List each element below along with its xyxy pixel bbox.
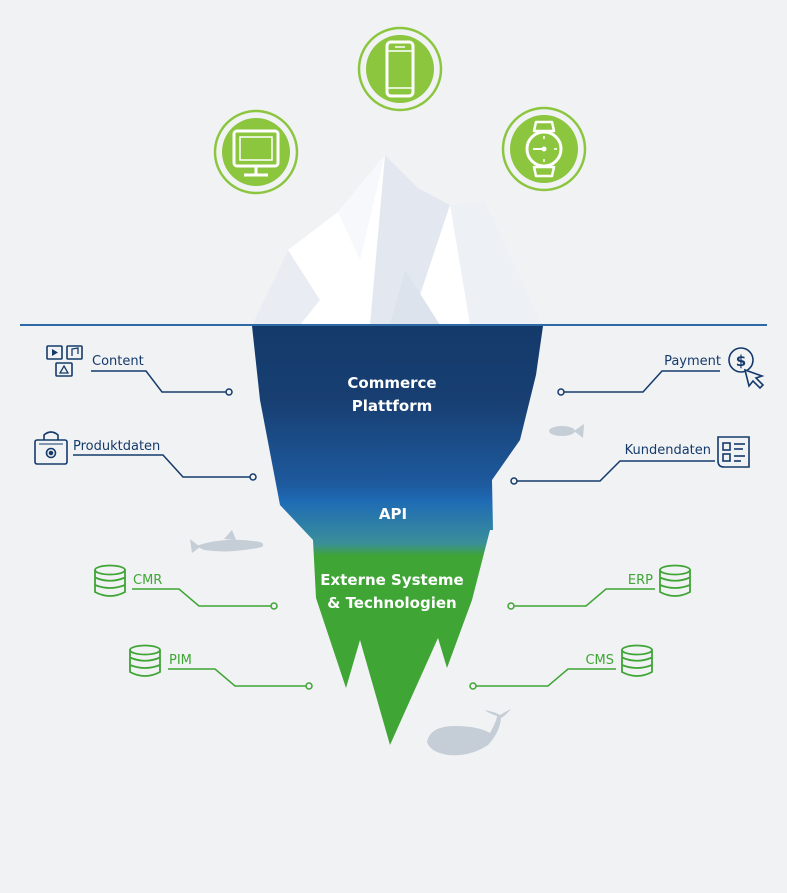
monitor-icon [213, 109, 299, 195]
pim-database-icon [129, 644, 161, 677]
commerce-label: Commerce [347, 374, 436, 392]
whale-icon [427, 709, 511, 756]
cmr-label: CMR [133, 573, 162, 588]
content-connector [91, 370, 233, 396]
cms-label: CMS [585, 653, 614, 668]
plattform-label: Plattform [352, 397, 432, 415]
cmr-connector [132, 588, 278, 610]
iceberg-body [252, 326, 543, 745]
fish-right-icon [549, 424, 584, 438]
kundendaten-icon [717, 436, 750, 468]
iceberg-tip [252, 155, 543, 325]
technologien-label: & Technologien [327, 594, 456, 612]
externe-label: Externe Systeme [320, 571, 463, 589]
payment-icon: $ [728, 347, 765, 390]
cms-database-icon [621, 644, 653, 677]
smartwatch-icon [501, 106, 587, 192]
pim-label: PIM [169, 653, 192, 668]
cmr-database-icon [94, 564, 126, 597]
payment-connector [557, 370, 720, 396]
erp-database-icon [659, 564, 691, 597]
payment-label: Payment [664, 354, 721, 369]
svg-text:$: $ [736, 352, 746, 370]
cms-connector [469, 668, 616, 690]
produktdaten-connector [73, 454, 257, 481]
produktdaten-icon [34, 431, 68, 465]
content-label: Content [92, 354, 144, 369]
shark-icon [190, 530, 264, 553]
produktdaten-label: Produktdaten [73, 439, 160, 454]
smartphone-icon [357, 26, 443, 112]
content-icon [46, 345, 83, 377]
kundendaten-connector [510, 460, 715, 485]
api-label: API [379, 505, 407, 523]
erp-label: ERP [628, 573, 653, 588]
pim-connector [168, 668, 313, 690]
kundendaten-label: Kundendaten [625, 443, 711, 458]
erp-connector [507, 588, 655, 610]
